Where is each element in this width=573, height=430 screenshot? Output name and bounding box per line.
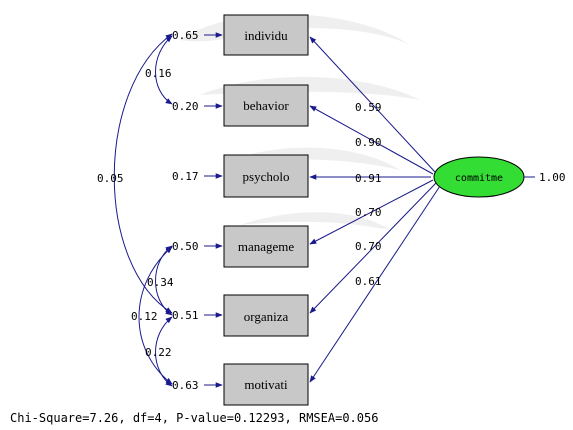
svg-text:psycholo: psycholo [243,169,290,184]
loading-value: 0.59 [355,101,382,114]
loading-arrow [309,105,434,175]
svg-text:behavior: behavior [243,98,289,113]
loading-value: 0.70 [355,206,382,219]
indicator-box: motivati [223,363,309,406]
loading-arrow [309,179,434,245]
covariance-value: 0.34 [147,276,174,289]
covariance-value: 0.05 [97,172,124,185]
indicator-box: organiza [223,294,309,337]
error-variance: 0.17 [172,170,199,183]
loading-arrow [309,185,441,383]
error-variance: 0.63 [172,379,199,392]
svg-text:organiza: organiza [244,309,289,324]
loading-arrow [309,182,437,314]
indicator-box: individu [223,14,309,56]
covariance-curve [113,33,173,314]
covariance-value: 0.22 [145,346,172,359]
svg-text:individu: individu [244,28,288,43]
indicator-box: psycholo [223,154,309,198]
error-variance: 0.51 [172,309,199,322]
covariance-value: 0.12 [131,310,158,323]
latent-variance: 1.00 [539,171,566,184]
loading-arrow [309,36,436,173]
svg-text:commitme: commitme [455,173,503,184]
latent-variable: commitme [433,156,525,198]
error-variance: 0.65 [172,29,199,42]
indicator-box: behavior [223,84,309,127]
fit-statistics: Chi-Square=7.26, df=4, P-value=0.12293, … [10,411,378,425]
covariance-curve [138,246,173,385]
error-variance: 0.20 [172,100,199,113]
loading-value: 0.70 [355,240,382,253]
covariance-value: 0.16 [145,67,172,80]
svg-text:motivati: motivati [244,377,288,392]
covariance-curve [155,316,173,387]
svg-text:manageme: manageme [238,239,295,254]
loading-value: 0.91 [355,172,382,185]
indicator-box: manageme [223,225,309,268]
loading-value: 0.90 [355,136,382,149]
error-variance: 0.50 [172,240,199,253]
loading-value: 0.61 [355,275,382,288]
